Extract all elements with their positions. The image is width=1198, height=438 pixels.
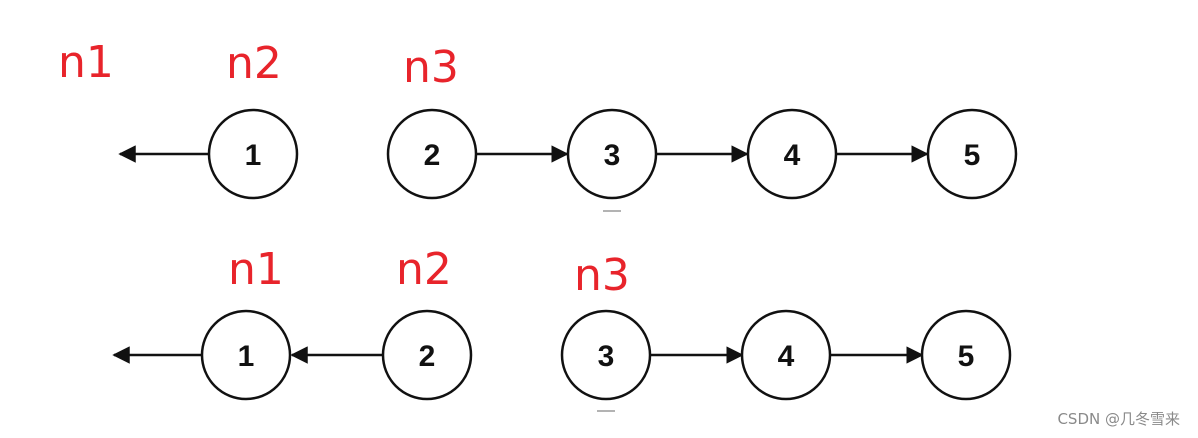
row2-pointer-n3: n3 <box>574 250 630 301</box>
row1-node-1-value: 1 <box>245 139 262 172</box>
watermark: CSDN @几冬雪来 <box>1057 410 1180 428</box>
row2-node-1-value: 1 <box>238 340 255 373</box>
row1-node-5: 5 <box>926 108 1018 200</box>
row2-node-2-value: 2 <box>419 340 436 373</box>
row1-pointer-n3: n3 <box>403 42 459 93</box>
row2-node-2: 2 <box>381 309 473 401</box>
row1-node-1: 1 <box>207 108 299 200</box>
row2-pointer-n1: n1 <box>228 244 284 295</box>
row1-pointer-n2: n2 <box>226 38 282 89</box>
row2-node-5-value: 5 <box>958 340 975 373</box>
row2-node-1: 1 <box>200 309 292 401</box>
row2-node-3: 3 <box>560 309 652 401</box>
row1-node-4-value: 4 <box>784 139 801 172</box>
row1-node-5-value: 5 <box>964 139 981 172</box>
row2-node-5: 5 <box>920 309 1012 401</box>
row1-node-4: 4 <box>746 108 838 200</box>
row1-node-2-value: 2 <box>424 139 441 172</box>
row2-node-4: 4 <box>740 309 832 401</box>
row2-node-4-value: 4 <box>778 340 795 373</box>
row1-node-3-value: 3 <box>604 139 621 172</box>
row2-pointer-n2: n2 <box>396 244 452 295</box>
row1-node-3: 3 <box>566 108 658 200</box>
row1-node-2: 2 <box>386 108 478 200</box>
row2-node-3-value: 3 <box>598 340 615 373</box>
row1-pointer-n1: n1 <box>58 37 114 88</box>
